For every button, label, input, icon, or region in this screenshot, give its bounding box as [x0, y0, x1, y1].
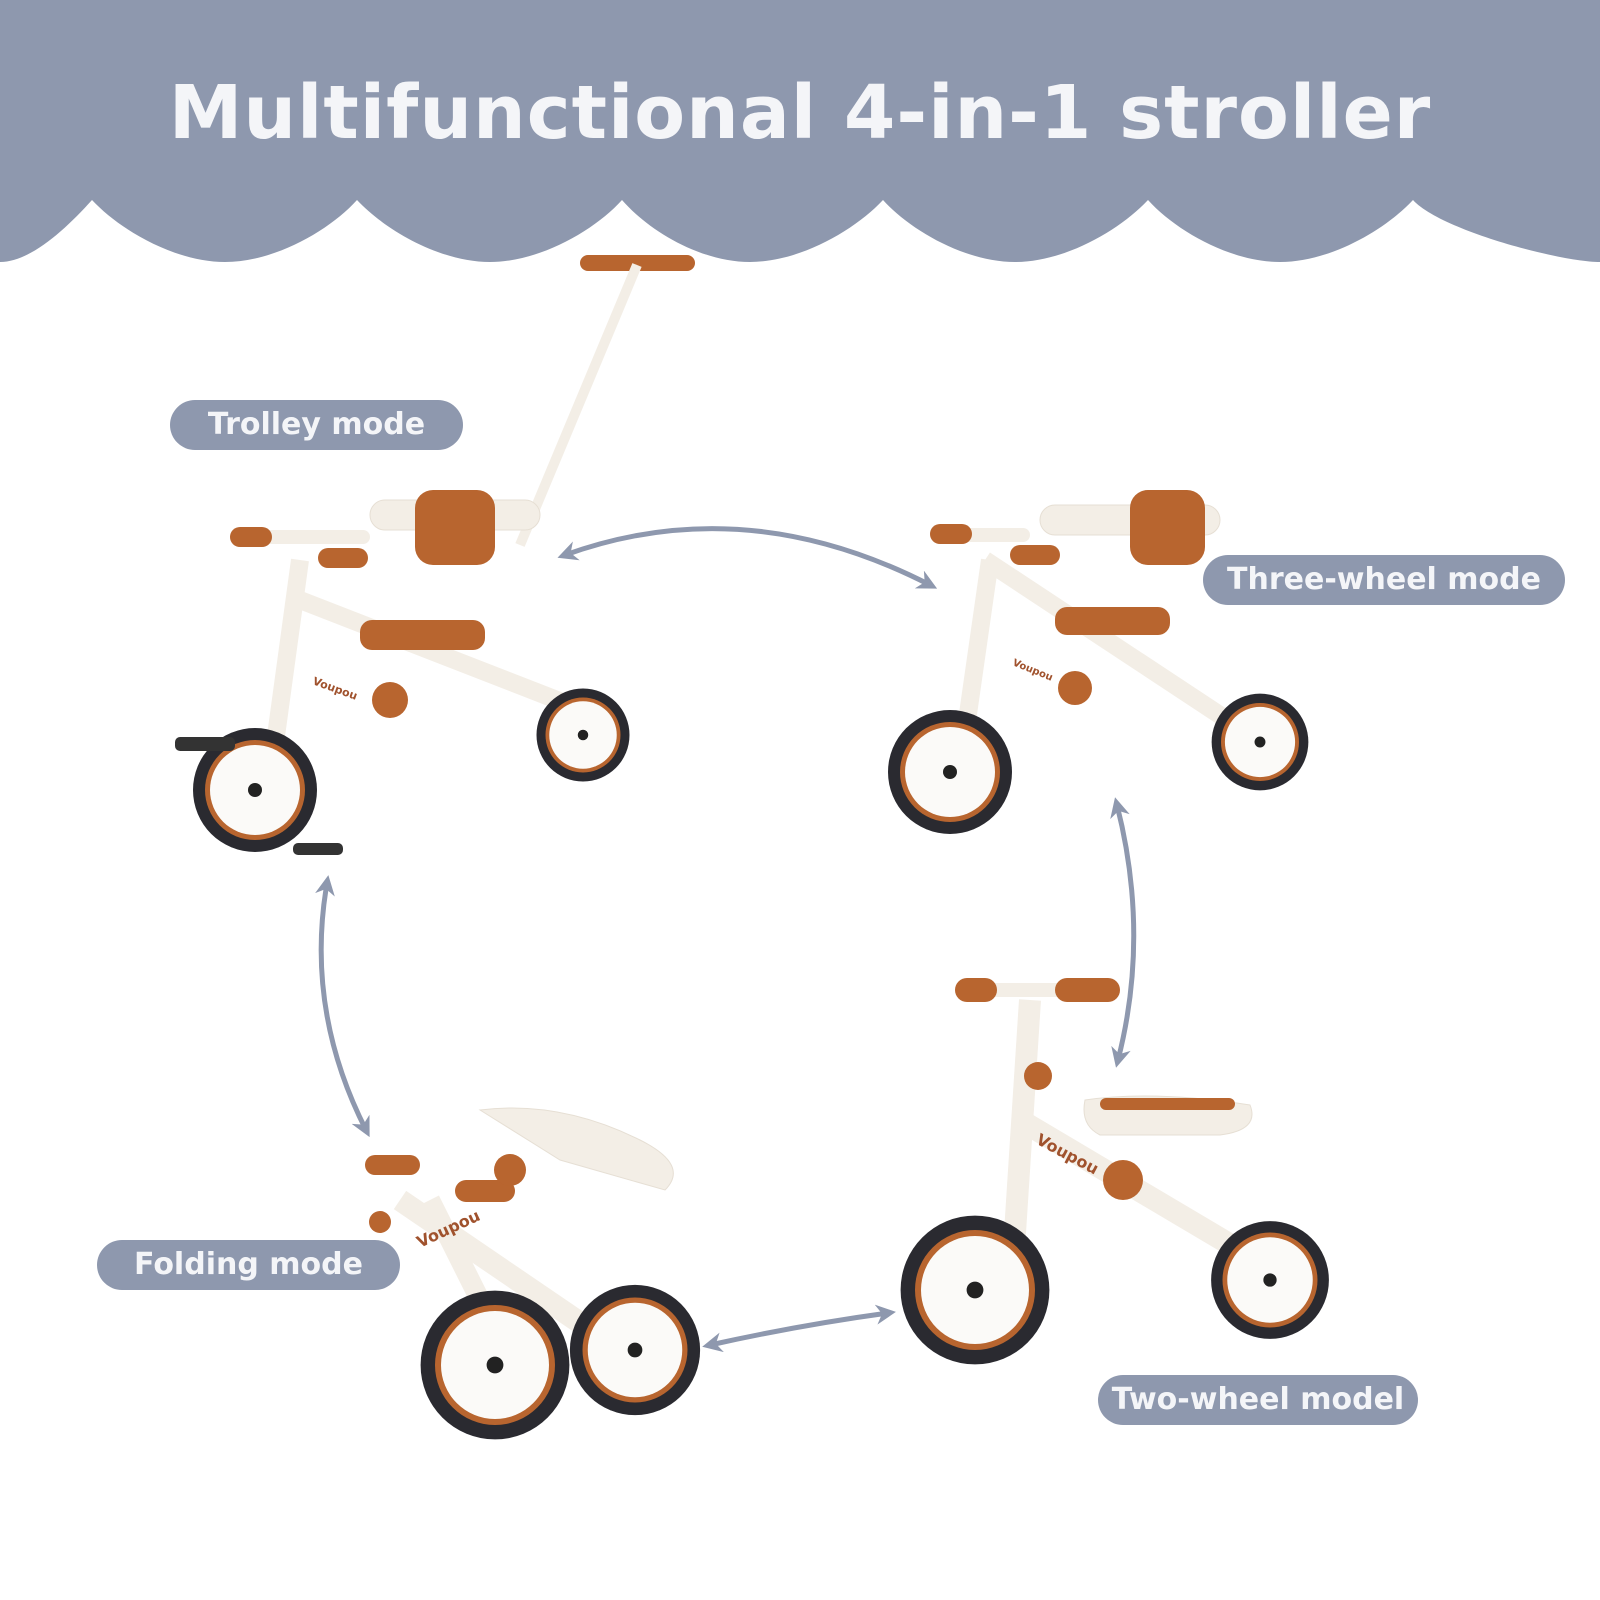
label-two-wheel-model: Two-wheel model — [1098, 1375, 1418, 1425]
label-folding-mode: Folding mode — [97, 1240, 400, 1290]
label-trolley-mode: Trolley mode — [170, 400, 463, 450]
arrow-trolley-folding — [315, 875, 370, 1138]
folding-mode-bike: Voupou — [365, 1107, 701, 1440]
two-wheel-mode-bike: Voupou — [900, 978, 1329, 1365]
brand-logo-text: Voupou — [1011, 658, 1054, 684]
label-three-wheel-mode: Three-wheel mode — [1203, 555, 1565, 605]
trolley-mode-bike: Voupou — [175, 255, 695, 855]
scalloped-banner — [0, 0, 1600, 262]
arrow-trolley-threewheel — [557, 526, 938, 589]
arrow-threewheel-twowheel — [1110, 797, 1137, 1068]
arrow-folding-twowheel — [702, 1304, 896, 1353]
brand-logo-text: Voupou — [311, 675, 359, 703]
page-title: Multifunctional 4-in-1 stroller — [168, 70, 1432, 156]
three-wheel-mode-bike: Voupou — [888, 490, 1309, 834]
